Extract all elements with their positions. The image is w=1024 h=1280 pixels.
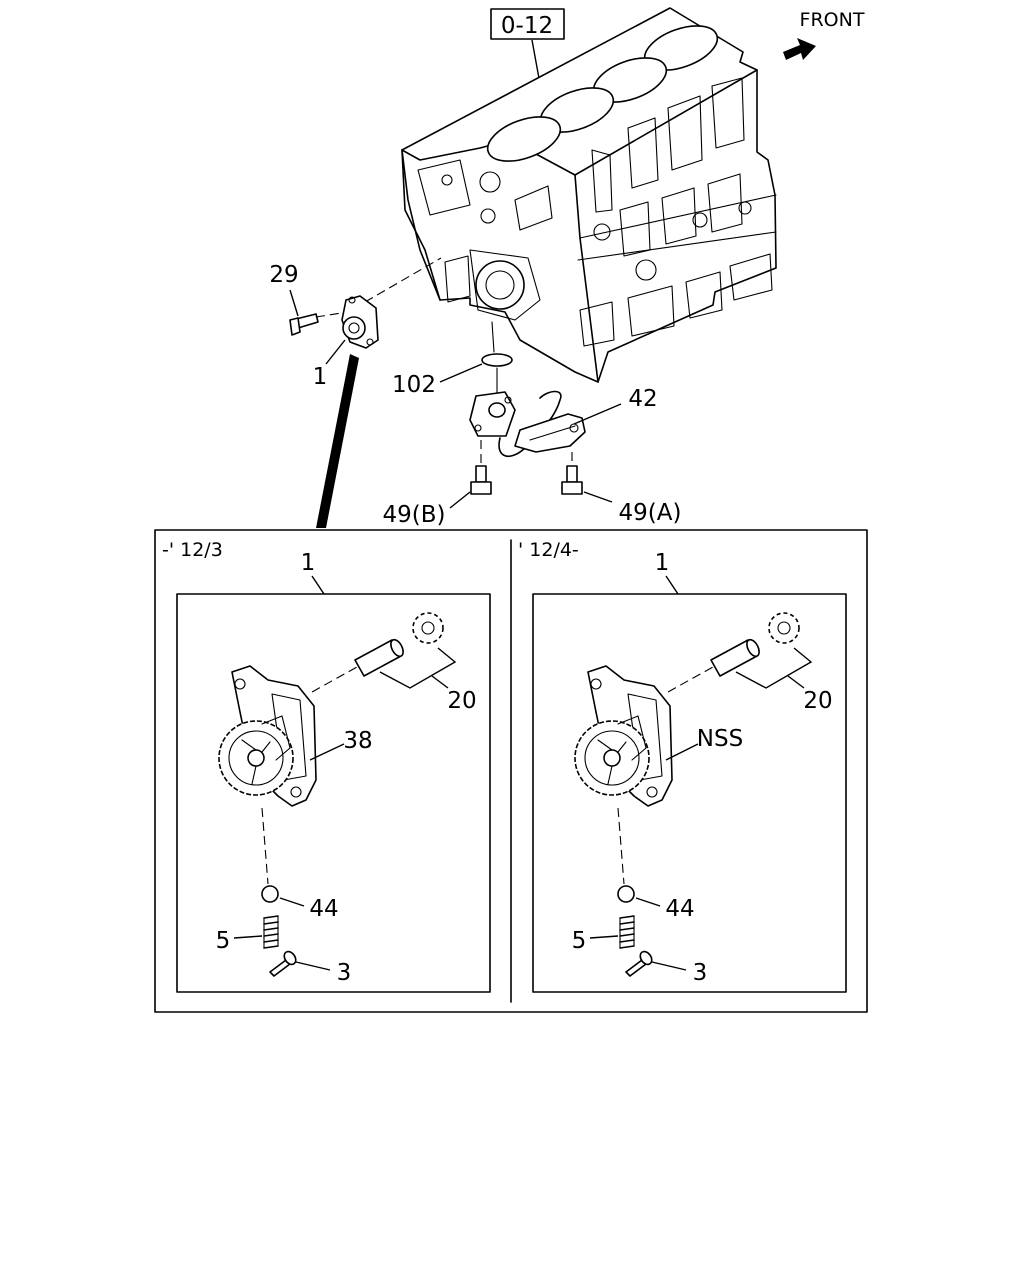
detail-frame xyxy=(154,529,868,1013)
panel-2-callout-1: 1 xyxy=(655,550,670,576)
panel-1-callout-20: 20 xyxy=(447,688,476,714)
leader-1-top xyxy=(325,339,346,365)
bolt-49b[interactable] xyxy=(470,465,492,495)
panel-2-driven-gear[interactable] xyxy=(574,715,650,796)
front-label: FRONT xyxy=(800,9,865,31)
panel-2-callout-20: 20 xyxy=(803,688,832,714)
panel-2-callout-nss: NSS xyxy=(697,726,743,752)
panel-2-box xyxy=(532,593,847,993)
zoom-leader xyxy=(316,354,359,528)
bolt-29[interactable] xyxy=(289,313,319,336)
leader-102 xyxy=(439,363,483,383)
panel-1-period: -' 12/3 xyxy=(162,539,223,561)
leader-49a xyxy=(583,491,613,503)
leader-49b xyxy=(449,491,471,509)
panel-1-callout-44: 44 xyxy=(309,896,338,922)
leader-29 xyxy=(289,289,299,317)
reference-box[interactable]: 0-12 xyxy=(490,8,565,40)
panel-2-spring-5[interactable] xyxy=(619,915,635,949)
panel-2-drive-gear[interactable] xyxy=(710,612,800,677)
panel-1-ball-44[interactable] xyxy=(261,885,279,903)
panel-1-drive-gear[interactable] xyxy=(354,612,444,677)
callout-49a: 49(A) xyxy=(619,500,682,526)
callout-42: 42 xyxy=(628,386,657,412)
reference-leader xyxy=(531,39,541,85)
callout-49b: 49(B) xyxy=(383,502,446,528)
panel-2-period: ' 12/4- xyxy=(518,539,579,561)
callout-1-top: 1 xyxy=(313,364,328,390)
panel-1-spring-5[interactable] xyxy=(263,915,279,949)
bolt-49a[interactable] xyxy=(561,465,583,495)
front-arrow-icon xyxy=(783,38,816,60)
panel-2-callout-44: 44 xyxy=(665,896,694,922)
detail-panel-1: -' 12/3 1 20 38 xyxy=(162,539,491,993)
strainer-pipe-42[interactable] xyxy=(469,390,586,458)
panel-1-callout-3: 3 xyxy=(337,960,352,986)
panel-1-callout-38: 38 xyxy=(343,728,372,754)
pump-mount-line xyxy=(364,257,442,303)
leader-42 xyxy=(573,403,622,425)
callout-102: 102 xyxy=(392,372,436,398)
panel-2-plug-3[interactable] xyxy=(625,949,654,977)
reference-label: 0-12 xyxy=(501,13,553,39)
panel-2-ball-44[interactable] xyxy=(617,885,635,903)
oil-pump-assembly-top[interactable] xyxy=(341,295,379,349)
callout-29: 29 xyxy=(269,262,298,288)
panel-1-callout-1: 1 xyxy=(301,550,316,576)
detail-panel-2: ' 12/4- 1 20 NSS xyxy=(518,539,847,993)
oring-line xyxy=(491,321,495,353)
panel-2-callout-3: 3 xyxy=(693,960,708,986)
engine-block xyxy=(401,7,777,383)
panel-2-callout-5: 5 xyxy=(572,928,587,954)
panel-1-plug-3[interactable] xyxy=(269,949,298,977)
panel-1-callout-5: 5 xyxy=(216,928,231,954)
oring-102[interactable] xyxy=(481,353,513,367)
panel-1-box xyxy=(176,593,491,993)
bolt-mount-line xyxy=(315,311,349,318)
panel-1-driven-gear[interactable] xyxy=(218,715,294,796)
